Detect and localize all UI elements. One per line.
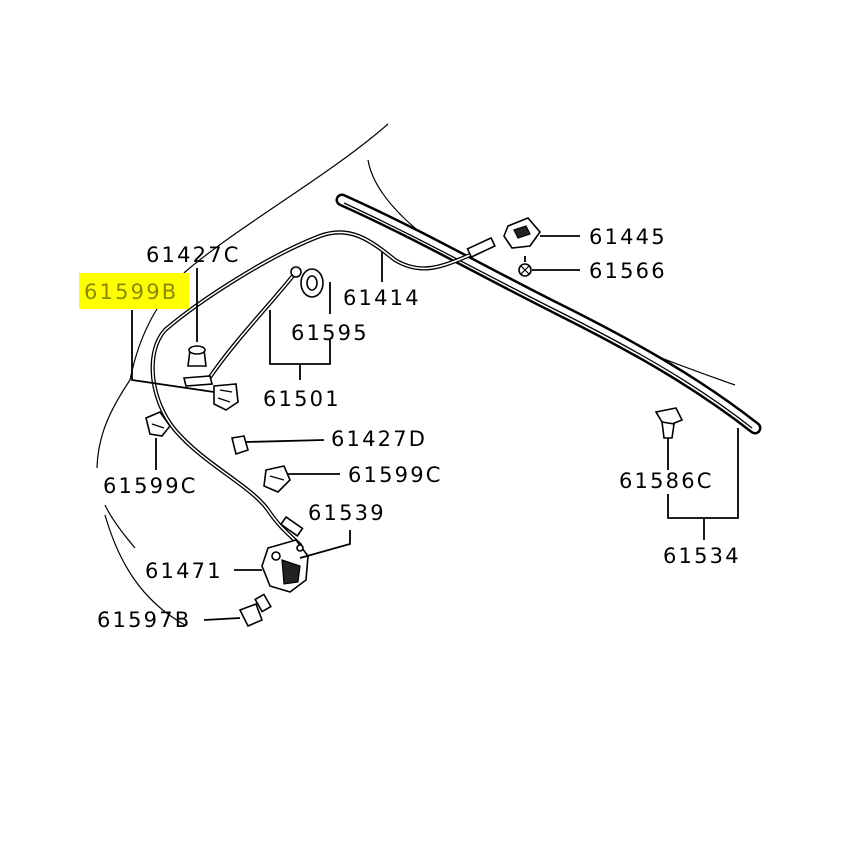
highlight-61599B <box>79 273 189 309</box>
label-61414: 61414 <box>343 286 421 310</box>
label-61427C-top: 61427C <box>146 243 241 267</box>
label-61597B: 61597B <box>97 608 191 632</box>
leader-lines <box>131 235 739 621</box>
label-61599B: 61599B <box>84 280 178 304</box>
hood-latch-61471-part <box>261 539 309 593</box>
label-61586C: 61586C <box>619 469 714 493</box>
label-61445: 61445 <box>589 225 667 249</box>
cable-end-61539-part <box>279 515 304 537</box>
clip-61427C-part <box>187 345 207 367</box>
label-61599C-left: 61599C <box>103 474 198 498</box>
bolt-61597B-part <box>238 593 272 628</box>
bracket-61445-part <box>503 217 542 249</box>
weatherstrip-61534 <box>335 193 762 435</box>
label-61427D: 61427D <box>331 427 427 451</box>
label-61501: 61501 <box>263 387 341 411</box>
clip-61599C-right-part <box>263 465 291 493</box>
label-61539: 61539 <box>308 501 386 525</box>
screw-61566-part <box>518 256 532 277</box>
clip-61586C-part <box>654 407 684 439</box>
label-61566: 61566 <box>589 259 667 283</box>
release-cable-61414 <box>150 230 496 548</box>
support-rod <box>182 266 324 387</box>
label-61595: 61595 <box>291 321 369 345</box>
clip-61599B-part <box>213 383 239 411</box>
grommet-61595-part <box>300 268 324 298</box>
body-outline <box>96 123 736 626</box>
clip-61599C-left-part <box>145 411 172 437</box>
label-61534: 61534 <box>663 544 741 568</box>
label-61599C-right: 61599C <box>348 463 443 487</box>
label-61471: 61471 <box>145 559 223 583</box>
bumper-61427D-part <box>231 435 249 456</box>
part-labels: 61427C 61599B 61414 61595 61501 61445 61… <box>84 225 741 632</box>
